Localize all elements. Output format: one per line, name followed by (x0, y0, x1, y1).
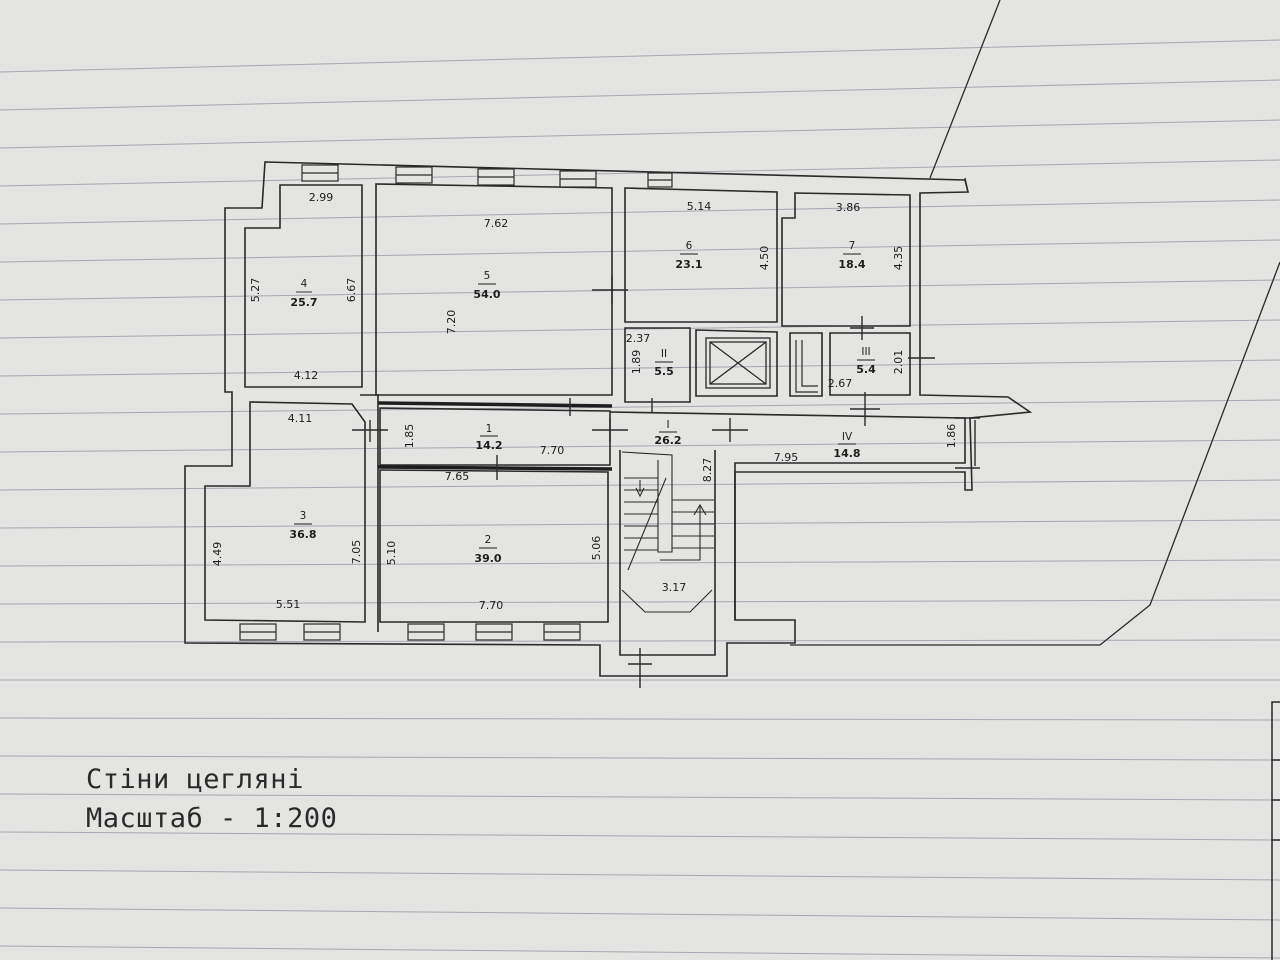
room-I-area: 26.2 (654, 434, 681, 447)
room-1-label: 1 14.2 (475, 423, 502, 452)
dim-room4-bottom: 4.12 (294, 369, 319, 382)
dim-roomIII-bottom: 2.67 (828, 377, 853, 390)
room-7-label: 7 18.4 (838, 240, 865, 271)
room-5-area: 54.0 (473, 288, 500, 301)
room-4-area: 25.7 (290, 296, 317, 309)
room-I-number: I (666, 419, 669, 431)
room-5-label: 5 54.0 (473, 270, 500, 301)
room-2-area: 39.0 (474, 552, 501, 565)
room-2-number: 2 (485, 534, 492, 546)
site-boundary (790, 0, 1280, 646)
room-II-number: II (661, 348, 667, 360)
fixture (795, 340, 818, 393)
room-IV-area: 14.8 (833, 447, 860, 460)
room-IV-number: IV (842, 431, 853, 443)
room-III-label: III 5.4 (856, 346, 876, 376)
room-1-area: 14.2 (475, 439, 502, 452)
room-4-number: 4 (301, 278, 308, 290)
room-III-area: 5.4 (856, 363, 876, 376)
dim-room3-top: 4.11 (288, 412, 313, 425)
dim-room2-right: 5.06 (590, 536, 603, 561)
dim-room1-left: 1.85 (403, 424, 416, 449)
dim-room3-bottom: 5.51 (276, 598, 301, 611)
dim-room2-bottom: 7.70 (479, 599, 504, 612)
room-2-label: 2 39.0 (474, 534, 501, 565)
dim-stair-width: 3.17 (662, 581, 687, 594)
dim-roomIV-right: 1.86 (945, 424, 958, 449)
room-6-area: 23.1 (675, 258, 702, 271)
dim-room6-top: 5.14 (687, 200, 712, 213)
room-7-area: 18.4 (838, 258, 865, 271)
building-walls (184, 161, 1033, 677)
room-3-area: 36.8 (289, 528, 316, 541)
room-1-number: 1 (486, 423, 493, 435)
paper-rule-lines (0, 39, 1280, 959)
thick-walls (377, 401, 613, 471)
dim-room3-right: 7.05 (350, 540, 363, 565)
dim-roomI-right: 8.27 (701, 458, 714, 483)
dim-roomIV-left: 7.95 (774, 451, 799, 464)
dim-room5-top: 7.62 (484, 217, 509, 230)
room-III-number: III (861, 346, 870, 358)
staircase (621, 451, 714, 613)
room-7-number: 7 (849, 240, 856, 252)
dim-room7-top: 3.86 (836, 201, 861, 214)
dim-room4-left: 5.27 (249, 278, 262, 303)
dim-room6-right: 4.50 (758, 246, 771, 271)
room-5-number: 5 (484, 270, 491, 282)
room-II-label: II 5.5 (654, 348, 674, 378)
dim-room7-right: 4.35 (892, 246, 905, 271)
dim-room5-left: 7.20 (445, 310, 458, 335)
room-IV-label: IV 14.8 (833, 431, 860, 460)
dim-roomII-top: 2.37 (626, 332, 651, 345)
room-I-label: I 26.2 (654, 419, 681, 447)
room-3-label: 3 36.8 (289, 510, 316, 541)
dim-room2-left: 5.10 (385, 541, 398, 566)
dim-room1-bottom: 7.70 (540, 444, 565, 457)
room-3-number: 3 (300, 510, 307, 522)
windows (239, 164, 673, 641)
caption-scale: Масштаб - 1:200 (86, 803, 338, 834)
dim-room4-top: 2.99 (309, 191, 334, 204)
dim-roomIII-right: 2.01 (892, 350, 905, 375)
dim-room4-right: 6.67 (345, 278, 358, 303)
dim-room3-left: 4.49 (211, 542, 224, 567)
door-markers (352, 276, 980, 688)
dim-roomII-left: 1.89 (630, 350, 643, 375)
room-6-number: 6 (686, 240, 693, 252)
room-4-label: 4 25.7 (290, 278, 317, 309)
dimension-labels: 2.99 5.27 6.67 4.12 7.62 7.20 5.14 4.50 … (211, 191, 958, 612)
room-II-area: 5.5 (654, 365, 674, 378)
room-labels: 4 25.7 5 54.0 6 23.1 7 18.4 II 5.5 III 5… (289, 240, 876, 565)
elevator-shaft (705, 337, 771, 389)
room-6-label: 6 23.1 (675, 240, 702, 271)
title-block-fragment (1271, 701, 1280, 960)
caption-wall-material: Стіни цегляні (86, 764, 304, 795)
dim-room2-top: 7.65 (445, 470, 470, 483)
